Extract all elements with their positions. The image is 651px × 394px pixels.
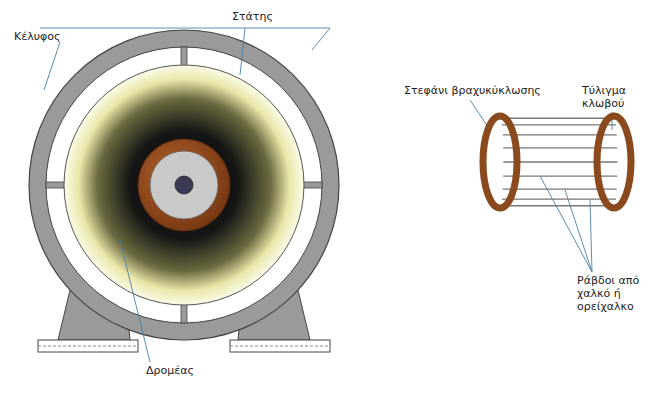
part-label: Δρομέας: [146, 364, 194, 377]
part-label: Στάτης: [232, 10, 273, 23]
shaft: [175, 176, 193, 194]
cage-bar: [502, 199, 616, 200]
part-label: Τύλιγμα κλωβού: [582, 84, 646, 110]
leader-lines: [40, 28, 612, 362]
rotor: [138, 139, 230, 231]
part-label: Κέλυφος: [14, 30, 60, 43]
cage-bar: [501, 205, 615, 206]
part-label: Στεφάνι βραχυκύκλωσης: [404, 84, 541, 97]
squirrel-cage: [483, 116, 631, 208]
cage-bar: [501, 118, 615, 119]
part-label: Ράβδοι από χαλκό ή ορείχαλκο: [577, 274, 647, 314]
cage-bar: [502, 124, 616, 125]
stator: [64, 65, 304, 305]
housing: [29, 30, 339, 340]
